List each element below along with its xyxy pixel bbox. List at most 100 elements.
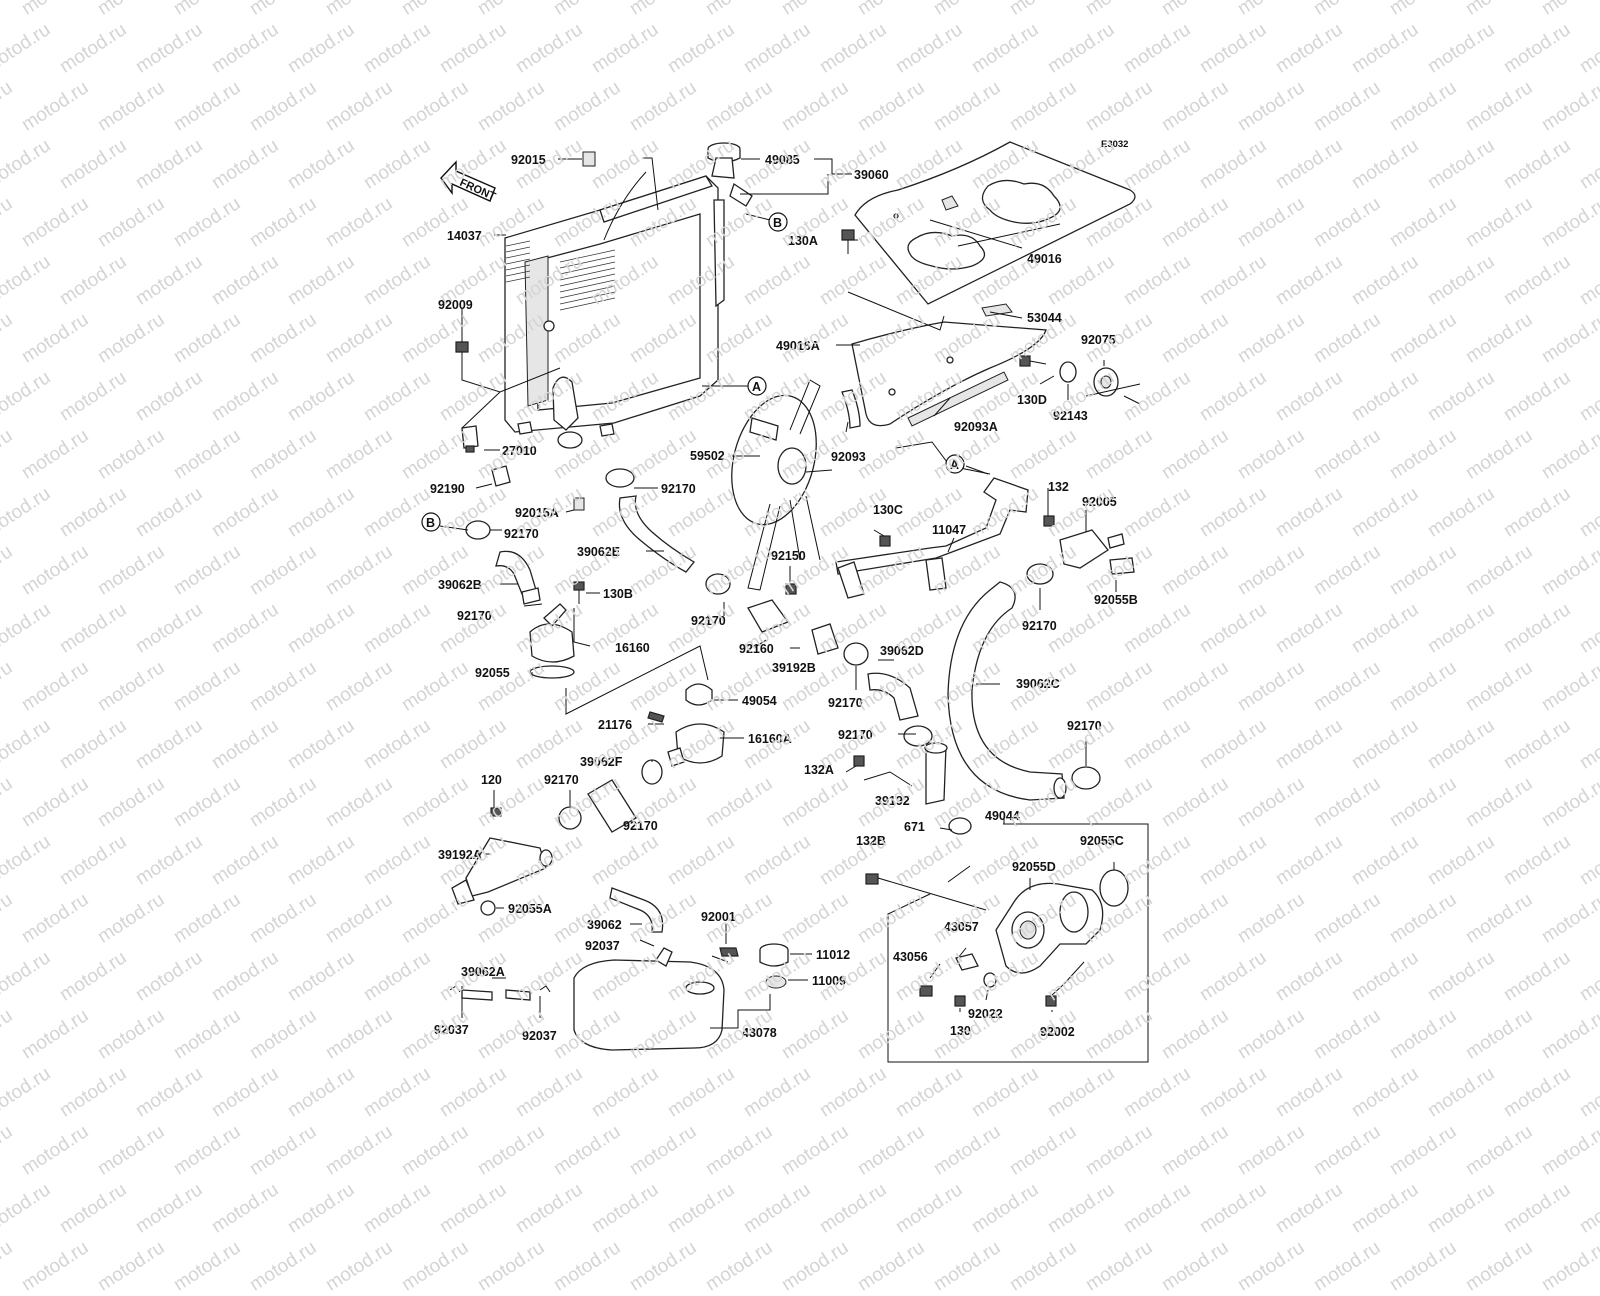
part-label-39062E: 39062E (577, 545, 620, 559)
watermark-text: motod.ru (1386, 1237, 1461, 1296)
front-arrow: FRONT (440, 160, 498, 203)
cooling-fan (705, 379, 948, 805)
part-label-16160: 16160 (615, 641, 650, 655)
part-label-92055B: 92055B (1094, 593, 1138, 607)
part-label-92170-39062C: 92170 (1067, 719, 1102, 733)
part-label-92170-fan-top: 92170 (661, 482, 696, 496)
part-label-39062: 39062 (587, 918, 622, 932)
part-label-49016: 49016 (1027, 252, 1062, 266)
part-label-16160A: 16160A (748, 732, 792, 746)
watermark-text: motod.ru (778, 1237, 853, 1296)
radiator-assembly (504, 142, 753, 449)
part-label-132: 132 (1048, 480, 1069, 494)
part-label-92093: 92093 (831, 450, 866, 464)
part-label-92075: 92075 (1081, 333, 1116, 347)
watermark-text: motod.ru (474, 1237, 549, 1296)
reservoir-tank (573, 943, 789, 1051)
part-label-39062F: 39062F (580, 755, 623, 769)
part-label-92022: 92022 (968, 1007, 1003, 1021)
part-label-39062D: 39062D (880, 644, 924, 658)
bracket-and-right-hoses (835, 477, 1135, 801)
part-label-92170-thermo: 92170 (457, 609, 492, 623)
part-label-21176: 21176 (598, 718, 632, 732)
part-label-49044: 49044 (985, 809, 1020, 823)
part-label-92170-39062D: 92170 (828, 696, 863, 710)
watermark-text: motod.ru (550, 1237, 625, 1296)
part-label-43056: 43056 (893, 950, 928, 964)
part-label-130B: 130B (603, 587, 633, 601)
watermark-text: motod.ru (854, 1237, 929, 1296)
part-label-92037-left: 92037 (434, 1023, 469, 1037)
part-label-39060: 39060 (854, 168, 889, 182)
part-label-11047: 11047 (932, 523, 966, 537)
part-label-92015A: 92015A (515, 506, 559, 520)
part-label-49054: 49054 (742, 694, 777, 708)
diagram-code: E3032 (1101, 139, 1128, 150)
watermark-text: motod.ru (626, 1237, 701, 1296)
watermark-text: motod.ru (1234, 1237, 1309, 1296)
part-label-39062A: 39062A (461, 965, 505, 979)
watermark-text: motod.ru (94, 1237, 169, 1296)
part-label-92150: 92150 (771, 549, 806, 563)
part-label-92002: 92002 (1040, 1025, 1075, 1039)
watermark-text: motod.ru (170, 1237, 245, 1296)
part-label-53044: 53044 (1027, 311, 1062, 325)
part-label-92037-right: 92037 (522, 1029, 557, 1043)
watermark-text: motod.ru (0, 1237, 17, 1296)
callout-letter: A (950, 458, 959, 472)
small-parts-left (449, 341, 725, 1001)
part-label-671: 671 (904, 820, 925, 834)
part-label-14037: 14037 (447, 229, 482, 243)
callout-A-radiator: A (702, 376, 767, 396)
callout-letter: B (773, 216, 782, 230)
part-label-39062B: 39062B (438, 578, 482, 592)
part-label-92170-39192: 92170 (838, 728, 873, 742)
part-label-92001: 92001 (701, 910, 736, 924)
part-label-92190: 92190 (430, 482, 465, 496)
cooling-system-diagram: E3032 FRONT (421, 139, 1149, 1063)
cover-panel (841, 141, 1136, 429)
part-label-130A: 130A (788, 234, 818, 248)
water-pump-group (865, 817, 1149, 1063)
watermark-text: motod.ru (702, 1237, 777, 1296)
watermark-text: motod.ru (1462, 1237, 1537, 1296)
watermark-text: motod.ru (930, 1237, 1005, 1296)
watermark-text: motod.ru (398, 1237, 473, 1296)
part-label-27010: 27010 (502, 444, 537, 458)
part-label-132B: 132B (856, 834, 886, 848)
part-label-92170-hose-b: 92170 (504, 527, 539, 541)
part-label-39192B: 39192B (772, 661, 816, 675)
watermark-text: motod.ru (1006, 1237, 1081, 1296)
part-label-92170-pipe: 92170 (544, 773, 579, 787)
part-label-130C: 130C (873, 503, 903, 517)
part-label-92055C: 92055C (1080, 834, 1124, 848)
watermark-text: motod.ru (1082, 1237, 1157, 1296)
part-label-92037-tank: 92037 (585, 939, 620, 953)
part-label-92170-hose-f: 92170 (623, 819, 658, 833)
part-label-92055: 92055 (475, 666, 510, 680)
part-label-49016A: 49016A (776, 339, 820, 353)
callout-letter: A (752, 380, 761, 394)
part-label-92055A: 92055A (508, 902, 552, 916)
part-label-92170-92005: 92170 (1022, 619, 1057, 633)
callout-B-hose: B (421, 512, 469, 532)
watermark-text: motod.ru (1538, 1237, 1600, 1296)
watermark-text: motod.ru (1158, 1237, 1233, 1296)
callout-B-radiator: B (745, 212, 788, 232)
callout-A-bracket: A (945, 454, 989, 475)
watermark-text: motod.ru (246, 1237, 321, 1296)
part-label-92015: 92015 (511, 153, 546, 167)
part-label-92170-fan-bottom: 92170 (691, 614, 726, 628)
part-label-92055D: 92055D (1012, 860, 1056, 874)
part-label-92093A: 92093A (954, 420, 998, 434)
part-label-49085: 49085 (765, 153, 800, 167)
part-label-39062C: 39062C (1016, 677, 1060, 691)
watermark-text: motod.ru (18, 1237, 93, 1296)
part-label-120: 120 (481, 773, 502, 787)
part-label-11009: 11009 (812, 974, 846, 988)
part-label-92143: 92143 (1053, 409, 1088, 423)
part-label-130: 130 (950, 1024, 971, 1038)
part-label-43078: 43078 (742, 1026, 777, 1040)
part-labels: 92015 49085 39060 14037 92009 27010 9219… (430, 153, 1138, 1043)
